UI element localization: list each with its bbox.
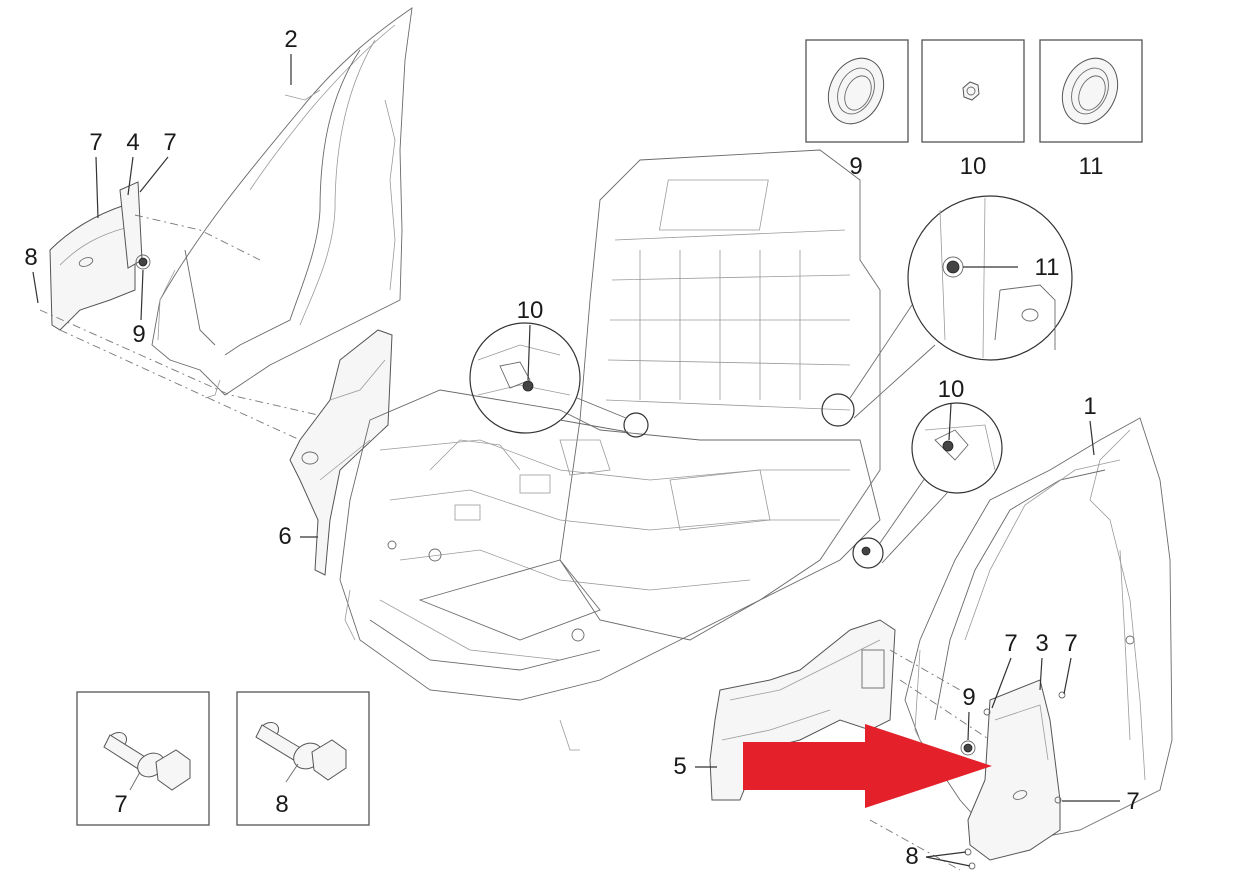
detail-circle-right-sill [852, 402, 1003, 569]
callout-10-floor: 10 [517, 297, 544, 324]
callout-9-left: 9 [132, 321, 145, 348]
callout-7-right-b: 7 [1064, 630, 1077, 657]
inset-box-9-label: 9 [849, 153, 862, 180]
detail-circle-floor [469, 322, 649, 438]
inset-box-8: 8 [236, 691, 370, 826]
callout-7-left-a: 7 [89, 129, 102, 156]
cab-body-shell [339, 149, 881, 751]
callout-1: 1 [1083, 393, 1096, 420]
inset-box-10-label: 10 [960, 153, 987, 180]
inset-box-7-label: 7 [114, 791, 127, 818]
callout-7-right-c: 7 [1126, 788, 1139, 815]
inset-box-9: 9 [805, 39, 909, 180]
callout-3: 3 [1035, 630, 1048, 657]
left-door-frame [151, 7, 413, 399]
inset-box-11-label: 11 [1079, 153, 1104, 180]
red-arrow-icon [743, 724, 992, 808]
left-fender-bracket [49, 181, 151, 331]
callout-8-left: 8 [24, 244, 37, 271]
inset-box-11: 11 [1039, 39, 1143, 180]
callout-4: 4 [126, 129, 139, 156]
inset-box-7: 7 [76, 691, 210, 826]
callout-10-right: 10 [938, 376, 965, 403]
detail-circle-rear-wall [821, 195, 1073, 427]
callout-11-detail: 11 [1035, 254, 1060, 281]
callout-9-right: 9 [962, 684, 975, 711]
callout-8-right: 8 [905, 843, 918, 870]
left-pillar-reinforcement [289, 329, 393, 576]
callout-7-right-a: 7 [1004, 630, 1017, 657]
callout-6: 6 [278, 523, 291, 550]
right-fender-bracket [960, 679, 1066, 870]
callout-5: 5 [673, 753, 686, 780]
inset-box-10: 10 [921, 39, 1025, 180]
callout-7-left-b: 7 [163, 129, 176, 156]
inset-box-8-label: 8 [275, 791, 288, 818]
callout-2: 2 [284, 26, 297, 53]
